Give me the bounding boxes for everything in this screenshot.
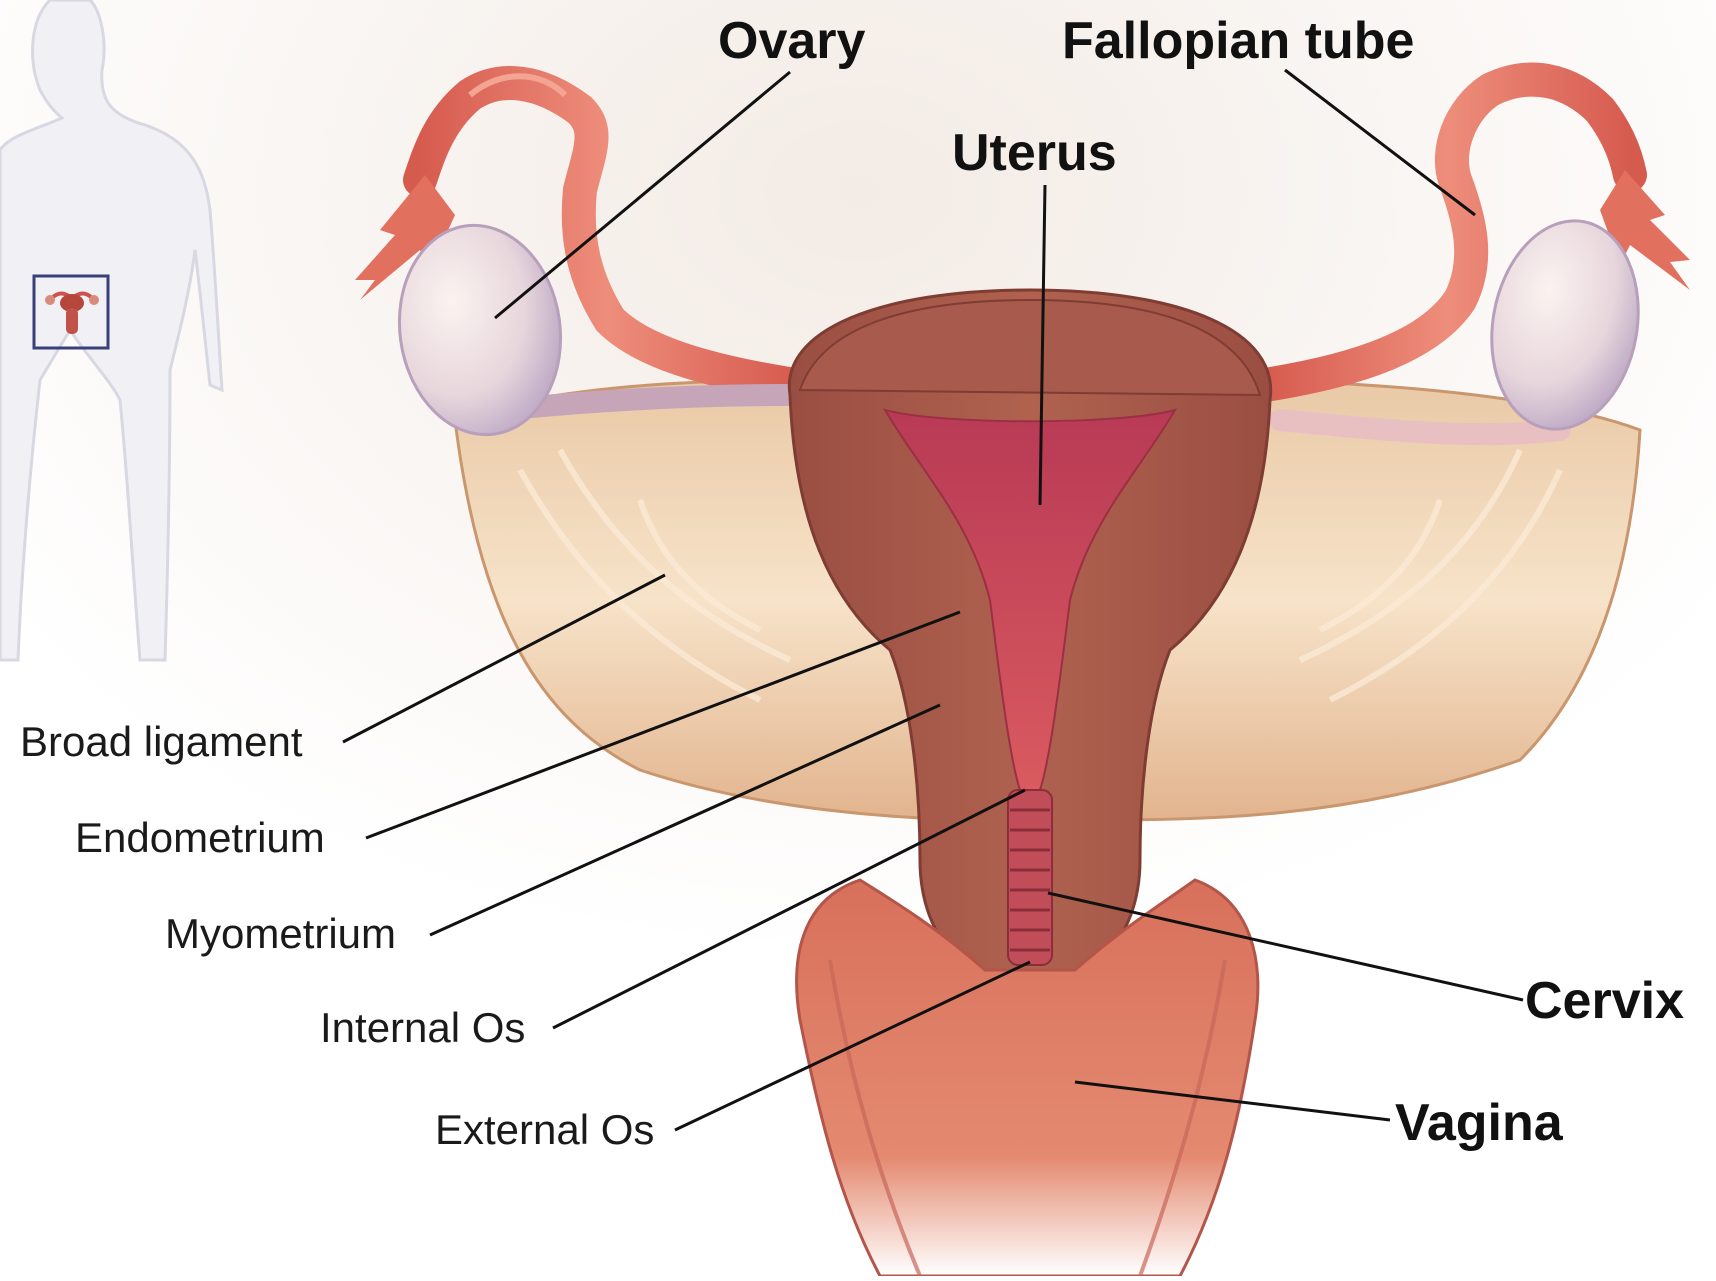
label-fallopian-tube: Fallopian tube	[1062, 12, 1414, 70]
label-uterus: Uterus	[952, 124, 1117, 182]
cervical-canal	[1008, 790, 1052, 965]
label-external-os: External Os	[435, 1106, 654, 1153]
label-endometrium: Endometrium	[75, 814, 325, 861]
label-myometrium: Myometrium	[165, 910, 396, 957]
label-broad-ligament: Broad ligament	[20, 718, 303, 765]
label-cervix: Cervix	[1525, 972, 1684, 1030]
label-internal-os: Internal Os	[320, 1004, 525, 1051]
label-vagina: Vagina	[1395, 1094, 1564, 1152]
label-ovary: Ovary	[718, 12, 866, 70]
